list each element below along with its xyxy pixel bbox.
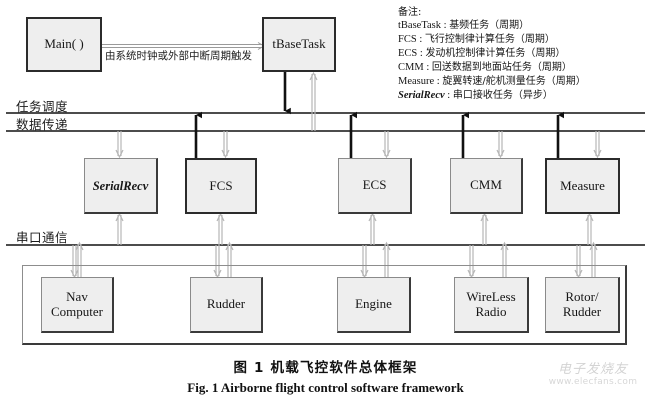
device-node-engine[interactable]: Engine bbox=[337, 277, 411, 333]
legend-entry: CMM : 回送数据到地面站任务（周期） bbox=[398, 61, 586, 75]
legend-term: SerialRecv bbox=[398, 90, 445, 102]
device-node-rotor-rudder[interactable]: Rotor/ Rudder bbox=[545, 277, 620, 333]
task-node-fcs-label: FCS bbox=[209, 177, 233, 193]
device-node-wireless-radio[interactable]: WireLess Radio bbox=[454, 277, 529, 333]
legend-desc: 串口接收任务（异步） bbox=[452, 90, 553, 102]
task-node-measure[interactable]: Measure bbox=[545, 158, 620, 214]
legend-desc: 基频任务（周期） bbox=[449, 20, 530, 32]
device-node-rudder-label: Rudder bbox=[206, 296, 246, 312]
legend-sep: : bbox=[416, 34, 425, 46]
legend-term: ECS bbox=[398, 48, 418, 60]
legend-sep: : bbox=[423, 62, 432, 74]
figure-caption: 图 1 机载飞控软件总体框架 Fig. 1 Airborne flight co… bbox=[0, 356, 651, 396]
legend: 备注: tBaseTask : 基频任务（周期） FCS : 飞行控制律计算任务… bbox=[398, 6, 586, 103]
device-node-rotor-rudder-label: Rotor/ Rudder bbox=[562, 288, 602, 319]
legend-term: tBaseTask bbox=[398, 20, 442, 32]
legend-desc: 回送数据到地面站任务（周期） bbox=[431, 62, 572, 74]
legend-term: CMM bbox=[398, 62, 424, 74]
basetask-return-arrow bbox=[309, 71, 318, 131]
legend-sep: : bbox=[444, 90, 453, 102]
legend-sep: : bbox=[417, 48, 426, 60]
band-label-serial-comm: 串口通信 bbox=[16, 230, 69, 245]
task-node-serialrecv-label: SerialRecv bbox=[92, 178, 149, 193]
task-node-fcs[interactable]: FCS bbox=[185, 158, 257, 214]
legend-term: Measure bbox=[398, 76, 435, 88]
device-node-nav-computer-label: Nav Computer bbox=[51, 288, 103, 319]
task-serial-up-arrows bbox=[115, 212, 594, 245]
device-node-wireless-radio-label: WireLess Radio bbox=[466, 288, 516, 319]
task-node-cmm[interactable]: CMM bbox=[450, 158, 523, 214]
legend-desc: 旋翼转速/舵机测量任务（周期） bbox=[442, 76, 586, 88]
node-base-task-label: tBaseTask bbox=[272, 36, 326, 52]
legend-entry: ECS : 发动机控制律计算任务（周期） bbox=[398, 47, 586, 61]
legend-desc: 发动机控制律计算任务（周期） bbox=[425, 48, 566, 60]
task-node-measure-label: Measure bbox=[560, 177, 605, 193]
task-node-ecs[interactable]: ECS bbox=[338, 158, 412, 214]
watermark: 电子发烧友 www.elecfans.com bbox=[541, 358, 645, 387]
task-node-ecs-label: ECS bbox=[362, 177, 387, 193]
legend-desc: 飞行控制律计算任务（周期） bbox=[424, 34, 555, 46]
watermark-brand: 电子发烧友 bbox=[557, 362, 628, 377]
task-schedule-arrows bbox=[194, 111, 565, 158]
legend-entry: SerialRecv : 串口接收任务（异步） bbox=[398, 89, 586, 103]
band-label-task-scheduling: 任务调度 bbox=[16, 99, 69, 114]
band-label-data-transfer: 数据传递 bbox=[16, 117, 69, 132]
device-node-rudder[interactable]: Rudder bbox=[190, 277, 263, 333]
task-node-cmm-label: CMM bbox=[470, 177, 502, 193]
node-base-task[interactable]: tBaseTask bbox=[262, 17, 336, 72]
watermark-url: www.elecfans.com bbox=[548, 377, 638, 387]
legend-sep: : bbox=[441, 20, 450, 32]
caption-chinese: 图 1 机载飞控软件总体框架 bbox=[233, 360, 418, 376]
device-node-nav-computer[interactable]: Nav Computer bbox=[41, 277, 114, 333]
legend-entry: tBaseTask : 基频任务（周期） bbox=[398, 19, 586, 33]
device-node-engine-label: Engine bbox=[355, 296, 392, 312]
legend-title: 备注: bbox=[398, 7, 422, 18]
legend-term: FCS bbox=[398, 34, 417, 46]
legend-entry: Measure : 旋翼转速/舵机测量任务（周期） bbox=[398, 75, 586, 89]
task-node-serialrecv[interactable]: SerialRecv bbox=[84, 158, 158, 214]
trigger-note: 由系统时钟或外部中断周期触发 bbox=[104, 48, 253, 63]
hardware-container bbox=[22, 265, 627, 345]
legend-sep: : bbox=[434, 76, 443, 88]
legend-entry: FCS : 飞行控制律计算任务（周期） bbox=[398, 33, 586, 47]
node-main-label: Main( ) bbox=[44, 36, 84, 52]
caption-english: Fig. 1 Airborne flight control software … bbox=[187, 380, 464, 395]
task-data-arrows bbox=[115, 131, 602, 159]
node-main[interactable]: Main( ) bbox=[26, 17, 102, 72]
